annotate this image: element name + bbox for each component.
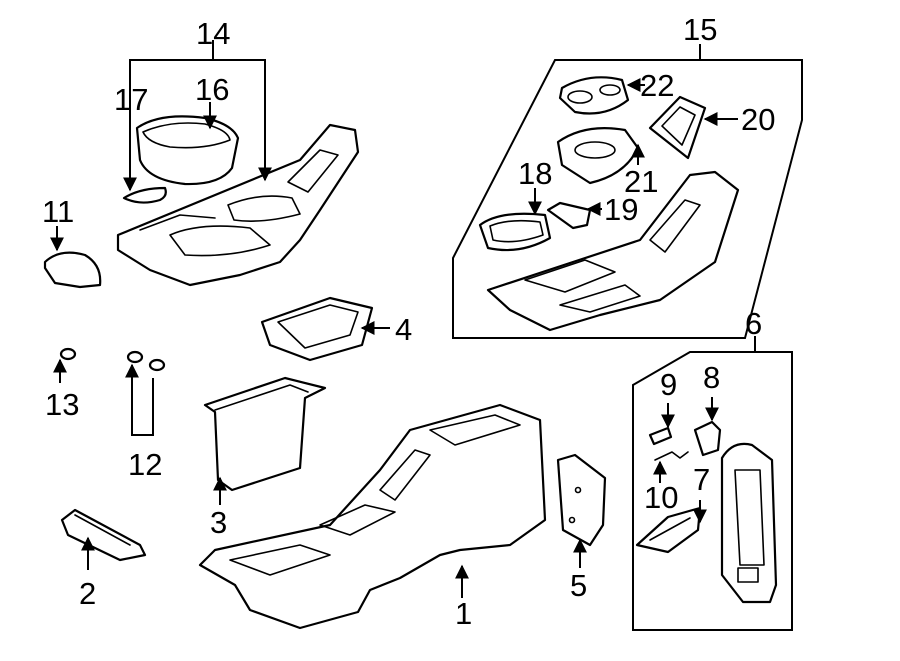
- console-1: [198, 403, 547, 630]
- spring-10: [654, 451, 689, 461]
- console-top-15: [486, 170, 740, 332]
- tray-18: [478, 212, 552, 252]
- callout-8: 8: [703, 360, 720, 395]
- bulb-13: [59, 347, 77, 361]
- clip-17: [122, 186, 167, 204]
- leader-14-17: [123, 40, 214, 192]
- armrest-lid-6: [720, 442, 778, 604]
- callout-22: 22: [640, 68, 674, 103]
- screw-9: [648, 426, 673, 446]
- callout-1: 1: [455, 596, 472, 631]
- callout-21: 21: [624, 164, 658, 199]
- leader-12: [131, 370, 154, 436]
- callout-14: 14: [196, 16, 230, 51]
- bin-insert-3: [203, 376, 327, 492]
- callout-3: 3: [210, 505, 227, 540]
- callout-17: 17: [114, 82, 148, 117]
- storage-bin-16: [135, 115, 240, 186]
- callout-6: 6: [745, 306, 762, 341]
- side-panel-5: [556, 453, 607, 547]
- cover-11: [43, 251, 102, 289]
- callout-13: 13: [45, 387, 79, 422]
- group-box-6: [632, 351, 793, 631]
- callout-18: 18: [518, 156, 552, 191]
- callout-15: 15: [683, 12, 717, 47]
- tray-4: [260, 296, 374, 362]
- callout-5: 5: [570, 568, 587, 603]
- callout-11: 11: [42, 194, 74, 229]
- callout-7: 7: [693, 462, 710, 497]
- bezel-20: [648, 95, 707, 160]
- bulbs-12: [126, 350, 166, 372]
- callout-2: 2: [79, 576, 96, 611]
- callout-16: 16: [195, 72, 229, 107]
- leader-14: [213, 59, 272, 182]
- cupholder-22: [558, 76, 630, 115]
- callout-10: 10: [644, 480, 678, 515]
- callout-20: 20: [741, 102, 775, 137]
- callout-9: 9: [660, 367, 677, 402]
- clip-8: [693, 420, 722, 457]
- callout-12: 12: [128, 447, 162, 482]
- pad-19: [546, 201, 592, 230]
- callout-19: 19: [604, 192, 638, 227]
- callout-4: 4: [395, 312, 412, 347]
- console-top-14: [116, 123, 360, 287]
- bracket-2: [60, 508, 147, 562]
- group-box-15: [452, 59, 803, 339]
